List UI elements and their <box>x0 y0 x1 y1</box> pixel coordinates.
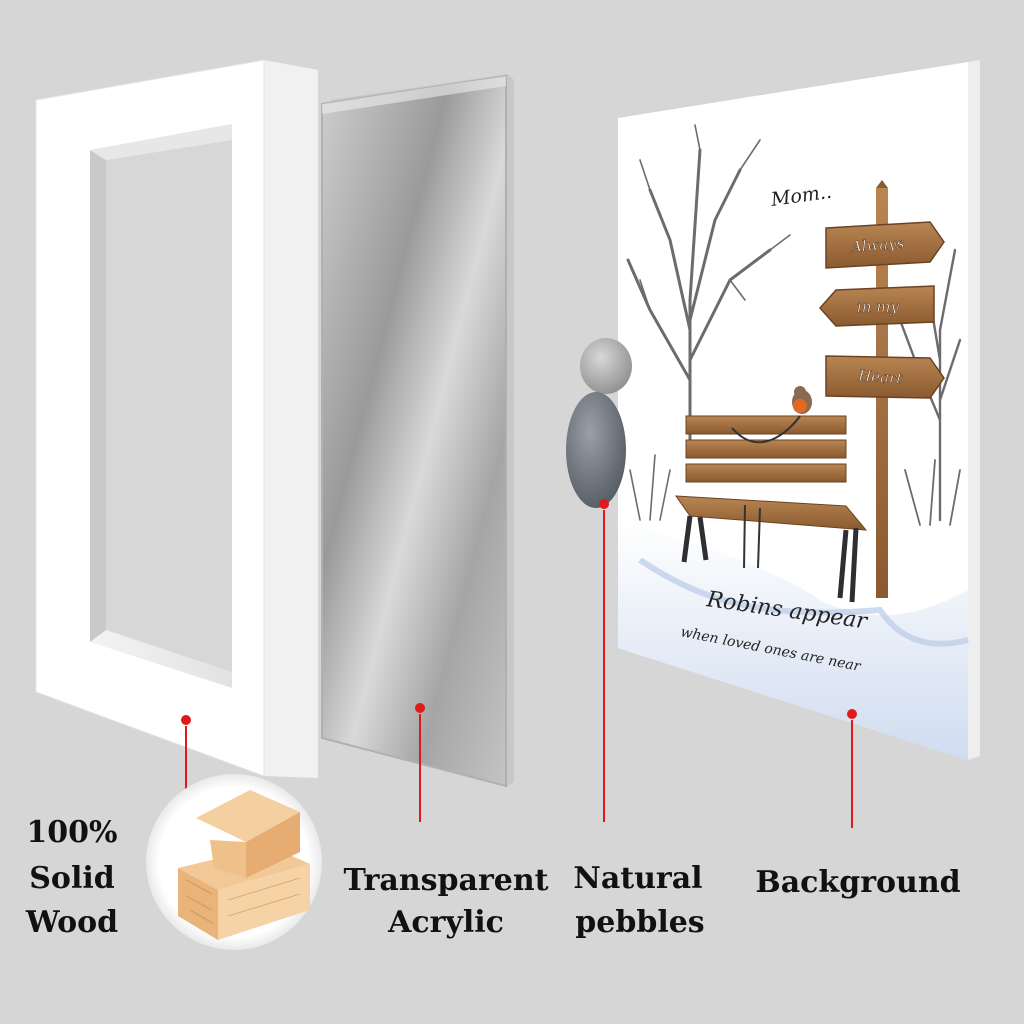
acrylic-sheet <box>321 74 514 788</box>
label-wood-line-2: Solid <box>29 861 114 896</box>
label-acrylic: Transparent Acrylic <box>343 863 548 940</box>
robin-icon <box>792 386 812 414</box>
sign-text-2: in my <box>857 298 899 316</box>
label-wood: 100% Solid Wood <box>25 815 118 940</box>
signpost-icon <box>818 180 945 598</box>
label-acrylic-line-2: Acrylic <box>387 905 504 940</box>
label-pebbles-line-1: Natural <box>573 861 702 896</box>
label-pebbles: Natural pebbles <box>573 861 704 940</box>
marker-background <box>847 709 857 719</box>
marker-acrylic <box>415 703 425 713</box>
background-panel: Mom.. Always in my Heart Robins appear w… <box>618 60 980 760</box>
marker-wood <box>181 715 191 725</box>
sign-text-1: Always <box>848 234 905 256</box>
bench-icon <box>674 415 868 603</box>
label-wood-line-1: 100% <box>26 815 117 850</box>
wood-joint-icon <box>146 774 322 950</box>
wood-frame <box>35 59 318 778</box>
label-background: Background <box>755 865 960 900</box>
label-wood-line-3: Wood <box>25 905 118 940</box>
sign-text-3: Heart <box>857 366 904 387</box>
snow-ground <box>618 520 968 760</box>
label-acrylic-line-1: Transparent <box>343 863 548 898</box>
pebble-icon <box>566 338 632 508</box>
marker-pebbles <box>599 499 609 509</box>
label-pebbles-line-2: pebbles <box>575 905 704 940</box>
